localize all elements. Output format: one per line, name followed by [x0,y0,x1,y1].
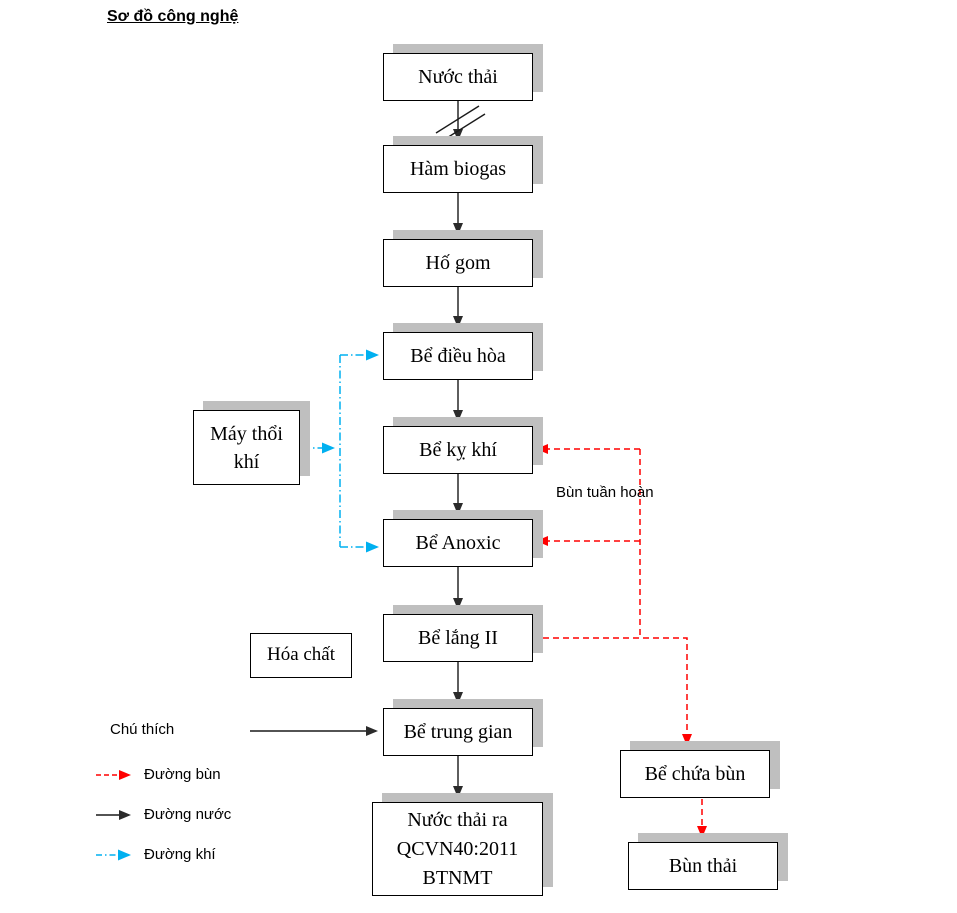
red-dashed-arrow-icon [96,769,131,780]
line-break-slash-icon [435,105,480,134]
node-be-lang-ii: Bể lắng II [383,614,533,662]
sludge-recirculation-label: Bùn tuần hoàn [556,484,654,501]
black-solid-arrow-icon [96,809,131,820]
legend-title: Chú thích [110,721,175,738]
node-bun-thai: Bùn thải [628,842,778,890]
legend-item-label: Đường nước [144,806,232,823]
legend-item-sludge: Đường bùn [95,766,221,783]
legend-item-label: Đường bùn [144,766,221,783]
diagram-title: Sơ đồ công nghệ [107,8,239,25]
node-be-anoxic: Bể Anoxic [383,519,533,567]
legend-item-air: Đường khí [95,846,216,863]
legend-item-label: Đường khí [144,846,216,863]
node-be-ky-khi: Bể kỵ khí [383,426,533,474]
air-lines [302,349,379,553]
node-be-chua-bun: Bể chứa bùn [620,750,770,798]
node-be-dieu-hoa: Bể điều hòa [383,332,533,380]
node-nuoc-thai: Nước thải [383,53,533,101]
node-may-thoi-khi: Máy thổi khí [193,410,300,485]
node-ham-biogas: Hàm biogas [383,145,533,193]
sludge-arrow-langii-chuabun [533,637,692,746]
blue-dash-dot-arrow-icon [96,849,131,860]
node-nuoc-thai-ra: Nước thải ra QCVN40:2011 BTNMT [372,802,543,896]
node-ho-gom: Hố gom [383,239,533,287]
line-break-slash-icon [441,113,486,142]
node-be-trung-gian: Bể trung gian [383,708,533,756]
node-hoa-chat: Hóa chất [250,633,352,678]
legend-item-water: Đường nước [95,806,231,823]
